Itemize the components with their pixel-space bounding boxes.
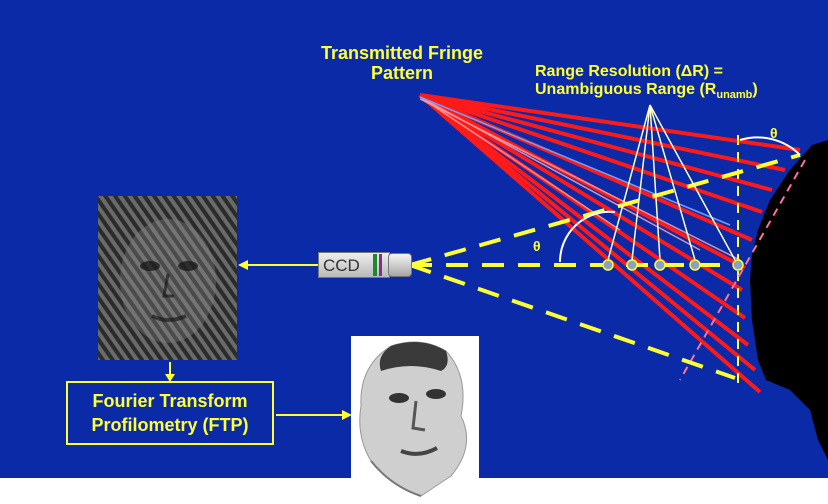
reconstructed-face-image	[351, 336, 479, 499]
fringe-face-image	[98, 196, 237, 360]
ccd-camera-icon: CCD	[318, 252, 416, 278]
camera-to-image-arrowhead	[238, 260, 248, 270]
range-arrows	[607, 104, 736, 261]
camera-fov	[409, 153, 801, 380]
theta-label-left: θ	[533, 238, 541, 254]
ccd-label: CCD	[323, 256, 360, 275]
range-points	[602, 259, 744, 271]
theta-arc-right	[739, 136, 801, 156]
theta-arc-left	[558, 210, 616, 263]
image-to-ftp-arrowhead	[165, 374, 175, 382]
tilt-plane	[679, 159, 806, 381]
ftp-to-recon-arrowhead	[342, 410, 352, 420]
ccd-lens-icon	[388, 253, 412, 277]
object-surface	[750, 140, 828, 460]
ccd-body: CCD	[318, 252, 390, 278]
theta-label-right: θ	[770, 125, 778, 141]
range-resolution-label: Range Resolution (ΔR) = Unambiguous Rang…	[535, 63, 758, 101]
